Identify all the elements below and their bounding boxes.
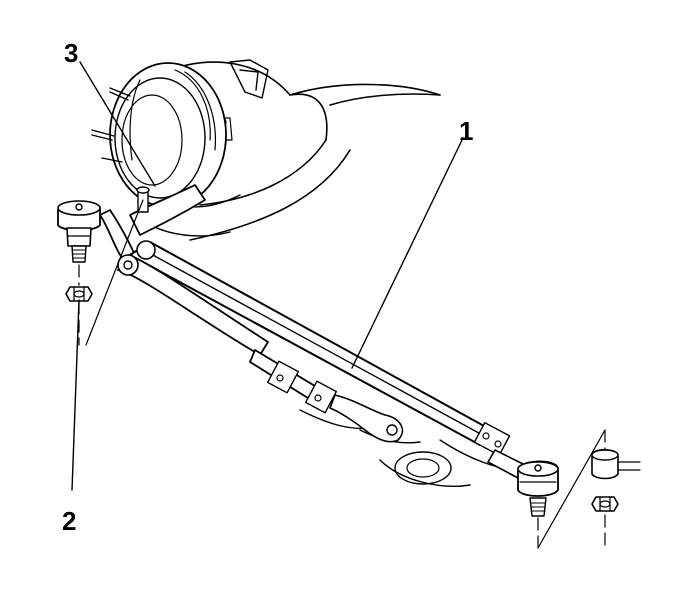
brake-drum-assembly xyxy=(91,62,227,236)
callout-2: 2 xyxy=(62,506,76,536)
callout-1: 1 xyxy=(459,116,473,146)
right-sleeve-and-nut xyxy=(591,448,641,512)
leader-line-2 xyxy=(71,299,80,491)
callout-labels: 1 2 3 xyxy=(62,38,473,536)
leader-line-3 xyxy=(79,61,156,187)
assembly-guide-lines xyxy=(78,199,606,549)
leader-line-1 xyxy=(351,139,463,369)
right-tie-rod-end xyxy=(487,449,559,517)
tie-rod xyxy=(117,240,511,456)
left-tie-rod-end xyxy=(57,200,136,263)
callout-3: 3 xyxy=(64,38,78,68)
left-castle-nut xyxy=(65,286,93,302)
leader-lines xyxy=(71,61,463,491)
